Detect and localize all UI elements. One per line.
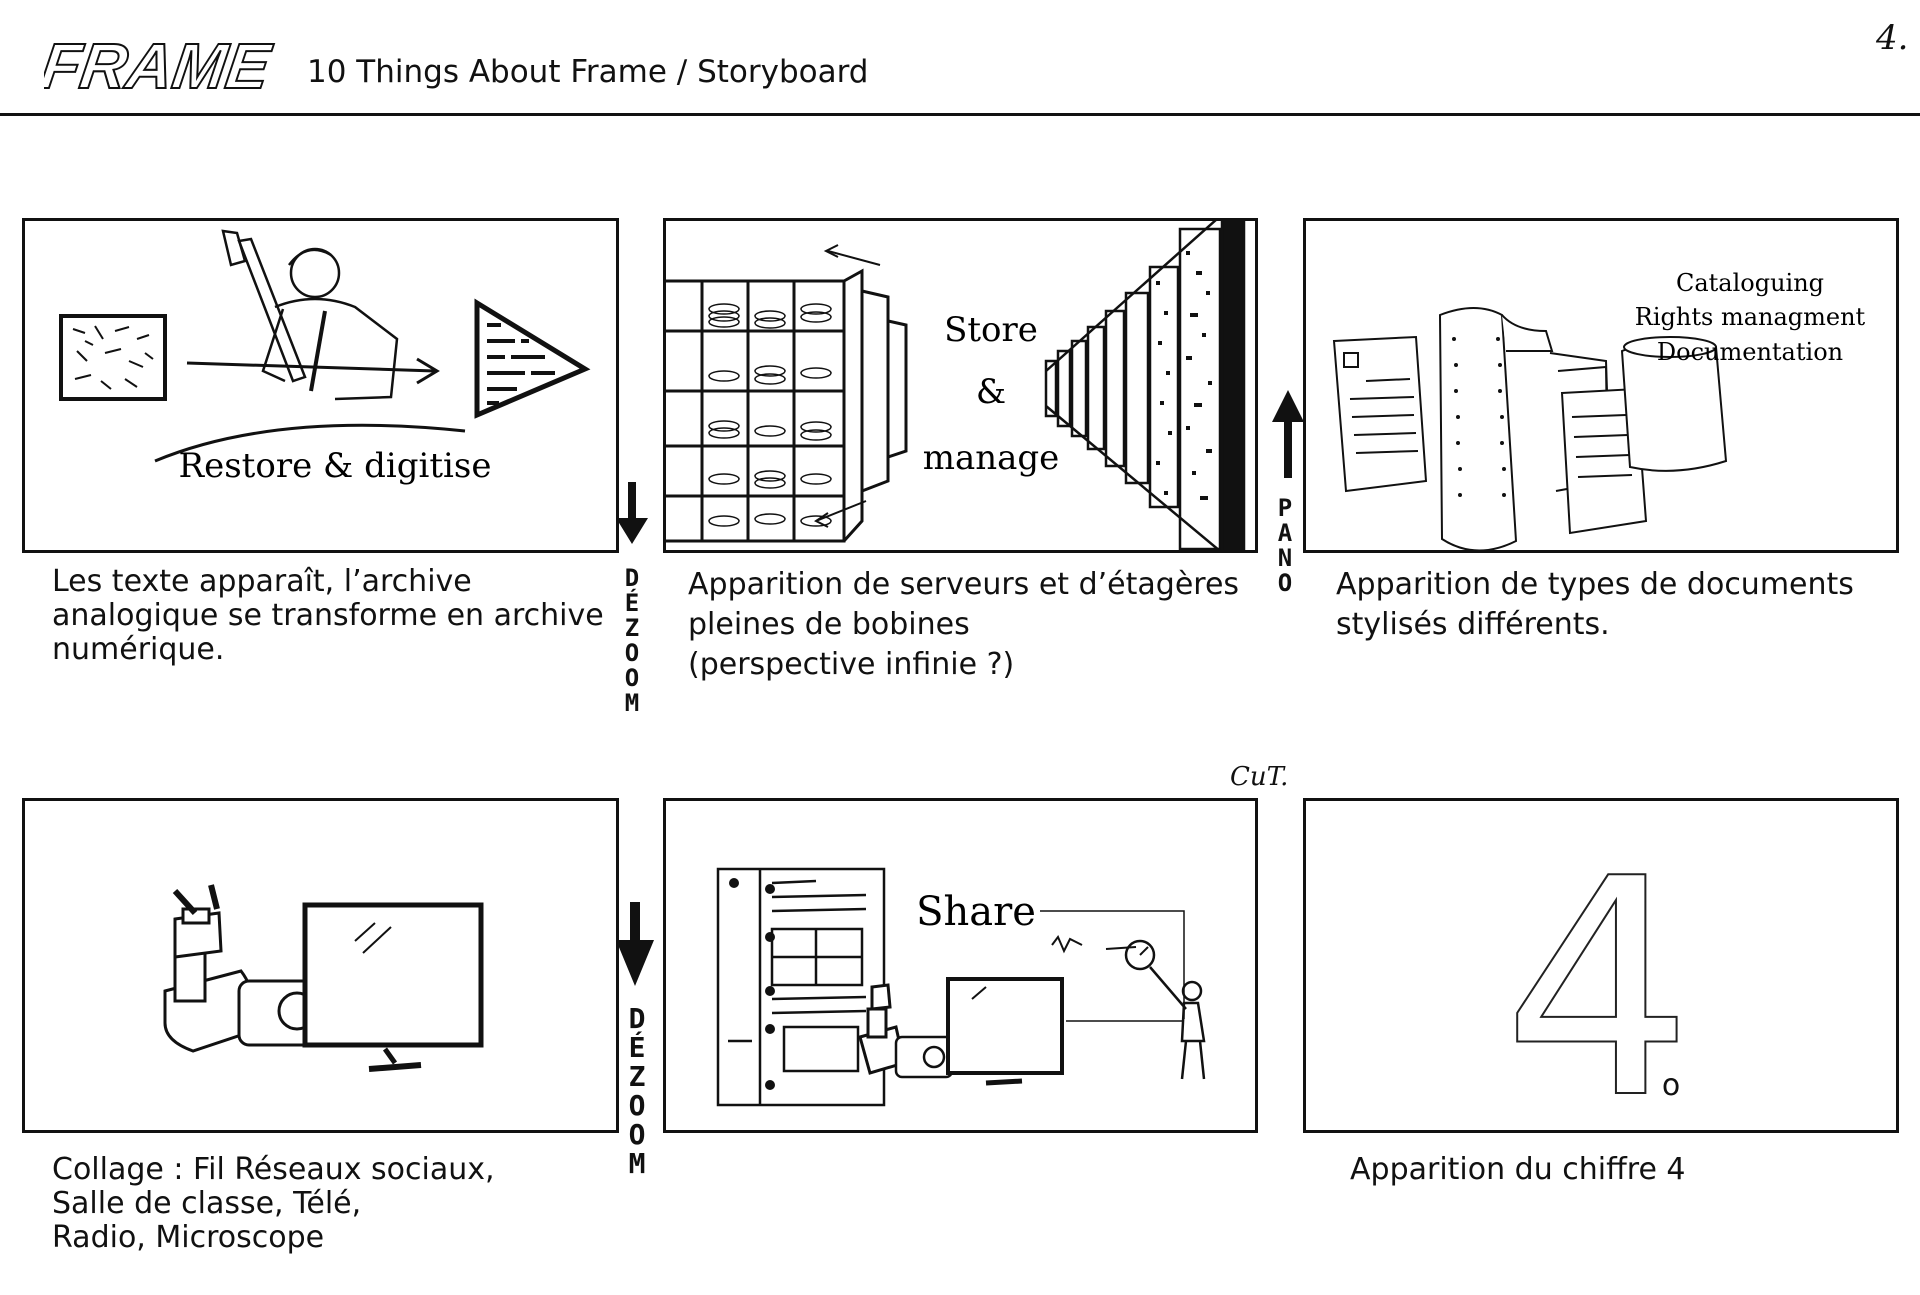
social-feed	[716, 867, 886, 1107]
storyboard-panel-3: Cataloguing Rights managment Documentati…	[1303, 218, 1899, 553]
page-number: 4.	[1876, 18, 1909, 58]
panel-1-sketch: Restore & digitise	[59, 229, 591, 486]
scene-text-manage: manage	[923, 438, 1060, 478]
arrow-down-icon	[616, 482, 648, 544]
microscope-icon	[163, 884, 255, 1053]
transition-letter: O	[624, 639, 640, 667]
panel-2-sketch: Store & manage	[666, 221, 1246, 550]
storyboard-panel-5: Share	[663, 798, 1258, 1133]
transition-letter: M	[628, 1147, 646, 1180]
digital-archive-triangle	[474, 298, 591, 419]
scene-text: Restore & digitise	[179, 446, 492, 486]
tv-icon	[946, 977, 1064, 1086]
storyboard-panel-1: Restore & digitise	[22, 218, 619, 553]
twitter-icon	[729, 878, 739, 888]
panel-3-sketch: Cataloguing Rights managment Documentati…	[1332, 269, 1866, 550]
reel-shelves	[666, 268, 908, 543]
microscope-icon	[858, 983, 906, 1075]
transition-letter: Z	[628, 1060, 646, 1093]
header-divider	[0, 113, 1920, 116]
caption-panel-2: Apparition de serveurs et d’étagères ple…	[688, 567, 1240, 682]
transition-letter: D	[628, 1002, 646, 1035]
storyboard-panel-6: 4 o	[1303, 798, 1899, 1133]
transition-letter: A	[1277, 519, 1293, 547]
scene-text-rights: Rights managment	[1635, 303, 1866, 331]
transition-letter: O	[624, 664, 640, 692]
transition-letter: P	[1277, 494, 1293, 522]
transform-arrow	[186, 361, 436, 373]
film-reel-icon	[708, 303, 832, 527]
caption-panel-1: Les texte apparaît, l’archive analogique…	[52, 564, 604, 667]
transition-letter: D	[624, 564, 640, 592]
small-circle-mark: o	[1662, 1068, 1680, 1103]
arrow-up-icon	[1272, 390, 1304, 478]
scene-text-documentation: Documentation	[1657, 338, 1843, 366]
transition-letter: O	[628, 1089, 646, 1122]
transition-letter: É	[628, 1031, 646, 1064]
transition-letter: N	[1277, 544, 1293, 572]
caption-panel-6: Apparition du chiffre 4	[1350, 1152, 1686, 1187]
caption-panel-4: Collage : Fil Réseaux sociaux, Salle de …	[52, 1152, 495, 1255]
page-title: 10 Things About Frame / Storyboard	[307, 54, 869, 90]
frame-logo: FRAME	[44, 36, 277, 94]
tv-icon	[302, 902, 484, 1072]
transition-letter: Z	[624, 614, 640, 642]
panel-5-sketch: Share	[716, 867, 1206, 1107]
scene-text-and: &	[976, 372, 1006, 412]
transition-letter: M	[624, 689, 640, 717]
radio-icon	[894, 1035, 954, 1079]
server-racks	[1044, 221, 1246, 550]
caption-panel-3: Apparition de types de documents stylisé…	[1336, 567, 1854, 642]
transition-letter: O	[628, 1118, 646, 1151]
storyboard-panel-2: Store & manage	[663, 218, 1258, 553]
scene-text-store: Store	[944, 310, 1038, 350]
transition-letter: É	[624, 589, 640, 617]
restorer-figure	[221, 229, 399, 401]
panel-4-sketch	[163, 884, 484, 1072]
analog-archive-square	[59, 314, 167, 401]
presenter-icon	[1149, 966, 1206, 1080]
scene-text-cataloguing: Cataloguing	[1676, 269, 1824, 297]
scene-text-share: Share	[916, 889, 1036, 935]
arrow-down-icon	[616, 902, 654, 986]
transition-cut: CuT.	[1230, 762, 1289, 792]
document-icons	[1332, 307, 1728, 550]
panel-6-sketch: 4 o	[1502, 814, 1695, 1133]
storyboard-panel-4	[22, 798, 619, 1133]
frame-logo-text: FRAME	[44, 36, 276, 94]
big-number-four: 4	[1503, 815, 1694, 1133]
transition-letter: O	[1277, 569, 1293, 597]
